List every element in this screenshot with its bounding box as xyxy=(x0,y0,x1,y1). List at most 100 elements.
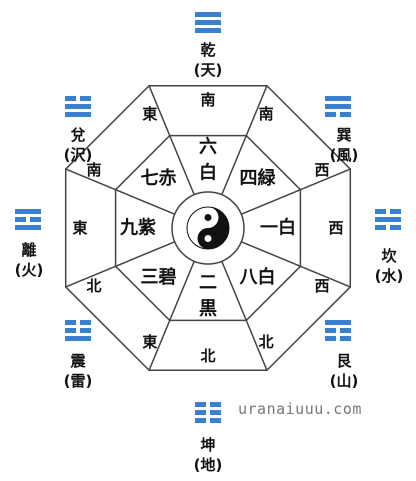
trigram-line-broken xyxy=(65,328,76,333)
trigram-line-broken xyxy=(375,225,386,230)
outer-octagon xyxy=(64,84,352,372)
outer-ring-label: 東 xyxy=(142,333,157,351)
inner-ring-label: 七赤 xyxy=(141,168,177,189)
trigram-line-solid xyxy=(325,320,351,325)
outer-ring-label: 西 xyxy=(328,219,343,237)
trigram-element: (風) xyxy=(329,146,359,164)
outer-ring-label: 北 xyxy=(200,347,215,365)
trigram-line-solid xyxy=(195,28,221,33)
trigram-line-broken xyxy=(210,410,221,415)
trigram-label-bottom-left: 震 (雷) xyxy=(48,351,108,391)
trigram-line-solid xyxy=(195,20,221,25)
outer-ring-label: 東 xyxy=(72,219,87,237)
trigram-label-right: 坎 (水) xyxy=(359,246,416,286)
trigram-label-bottom-right: 艮 (山) xyxy=(314,351,374,391)
octagon-structure xyxy=(64,84,352,372)
trigram-line-broken xyxy=(390,209,401,214)
trigram-label-top-right: 巽 (風) xyxy=(314,125,374,165)
trigram-line-solid xyxy=(15,209,41,214)
yin-yang-icon xyxy=(186,206,230,250)
trigram-line-broken xyxy=(325,112,336,117)
trigram-line-broken xyxy=(195,418,206,423)
trigram-element: (水) xyxy=(374,267,404,285)
outer-ring-label: 南 xyxy=(259,105,274,123)
trigram-name: 兌 xyxy=(70,126,86,144)
trigram-line-broken xyxy=(195,402,206,407)
trigram-label-top-left: 兌 (沢) xyxy=(48,125,108,165)
trigram-element: (沢) xyxy=(63,146,93,164)
trigram-symbol-bottom xyxy=(195,402,221,423)
inner-ring-label: 六 xyxy=(199,136,217,158)
yin-dot xyxy=(204,214,212,221)
inner-ring-label: 二 xyxy=(199,273,217,294)
trigram-label-top: 乾 (天) xyxy=(178,40,238,80)
inner-ring-label: 白 xyxy=(199,162,217,184)
sector-divider xyxy=(148,85,195,196)
inner-ring-label: 九紫 xyxy=(119,217,156,239)
trigram-symbol-top-right xyxy=(325,96,351,117)
trigram-line-broken xyxy=(210,418,221,423)
trigram-line-broken xyxy=(325,328,336,333)
trigram-line-broken xyxy=(80,96,91,101)
trigram-line-solid xyxy=(15,225,41,230)
inner-ring-label: 黒 xyxy=(199,299,217,320)
trigram-line-broken xyxy=(325,336,336,341)
watermark-text: uranaiuuu.com xyxy=(238,400,362,418)
trigram-symbol-left xyxy=(15,209,41,230)
trigram-name: 艮 xyxy=(336,352,352,370)
yang-dot xyxy=(204,235,212,242)
trigram-name: 坎 xyxy=(381,247,397,265)
inner-ring-label: 一白 xyxy=(260,217,296,239)
inner-ring-label: 三碧 xyxy=(141,266,177,288)
trigram-element: (雷) xyxy=(63,372,93,390)
inner-ring-label: 四緑 xyxy=(239,167,276,189)
trigram-symbol-top-left xyxy=(65,96,91,117)
trigram-symbol-bottom-right xyxy=(325,320,351,341)
trigram-line-solid xyxy=(375,217,401,222)
sector-divider xyxy=(65,168,176,215)
trigram-element: (地) xyxy=(193,456,223,474)
trigram-line-broken xyxy=(30,217,41,222)
trigram-name: 巽 xyxy=(336,126,352,144)
trigram-line-broken xyxy=(80,320,91,325)
outer-ring-label: 南 xyxy=(86,161,101,179)
outer-ring-label: 西 xyxy=(315,277,330,295)
trigram-line-broken xyxy=(65,320,76,325)
trigram-line-broken xyxy=(390,225,401,230)
trigram-line-broken xyxy=(340,328,351,333)
trigram-line-broken xyxy=(375,209,386,214)
trigram-element: (天) xyxy=(193,61,223,79)
trigram-line-broken xyxy=(195,410,206,415)
trigram-name: 離 xyxy=(21,241,37,259)
trigram-line-solid xyxy=(65,104,91,109)
outer-ring-label: 北 xyxy=(259,333,274,351)
trigram-label-left: 離 (火) xyxy=(0,240,59,280)
trigram-element: (火) xyxy=(14,261,44,279)
trigram-line-broken xyxy=(340,112,351,117)
trigram-line-solid xyxy=(325,96,351,101)
trigram-name: 乾 xyxy=(200,41,216,59)
sector-divider xyxy=(240,168,351,215)
outer-ring-label: 南 xyxy=(200,91,215,109)
ring-text-layer: 南南西西西北北東北東南東六白四緑一白八白二黒三碧九紫七赤 xyxy=(72,91,343,365)
trigram-name: 震 xyxy=(70,352,86,370)
trigram-line-broken xyxy=(65,96,76,101)
trigram-line-broken xyxy=(80,328,91,333)
trigram-line-solid xyxy=(325,104,351,109)
trigram-line-solid xyxy=(65,112,91,117)
sector-divider xyxy=(221,85,268,196)
trigram-symbol-bottom-left xyxy=(65,320,91,341)
trigram-name: 坤 xyxy=(200,436,216,454)
trigram-symbol-right xyxy=(375,209,401,230)
outer-ring-label: 西 xyxy=(315,161,330,179)
trigram-line-solid xyxy=(65,336,91,341)
trigram-label-bottom: 坤 (地) xyxy=(178,435,238,475)
sector-divider xyxy=(221,260,268,371)
trigram-line-broken xyxy=(340,336,351,341)
inner-ring-label: 八白 xyxy=(239,266,275,288)
sector-divider xyxy=(65,241,176,288)
trigram-line-broken xyxy=(15,217,26,222)
trigram-element: (山) xyxy=(329,372,359,390)
trigram-layer xyxy=(15,12,401,423)
